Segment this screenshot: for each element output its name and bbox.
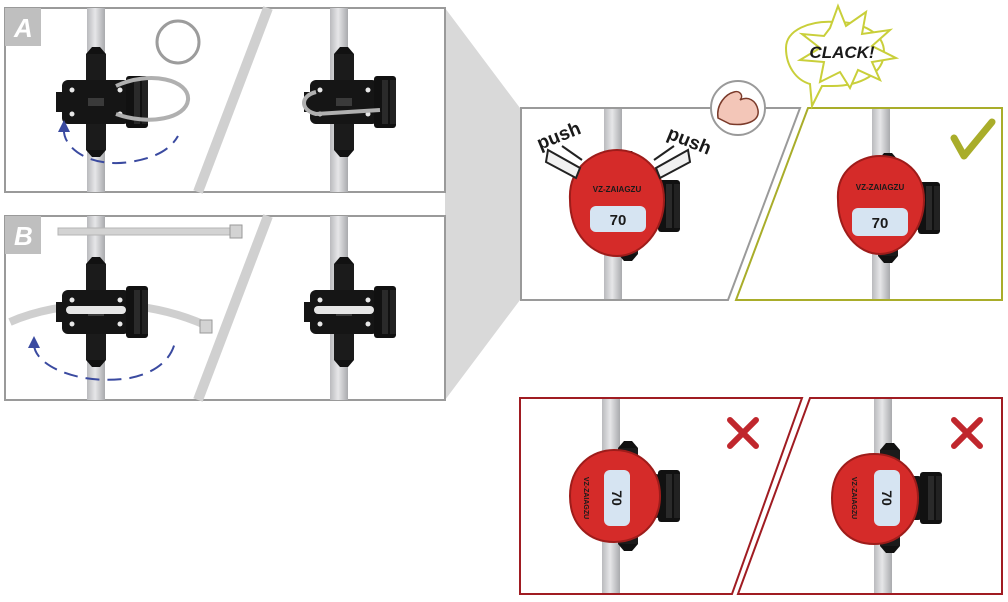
device-number: 70 (872, 215, 889, 232)
clack-label: CLACK! (809, 43, 874, 62)
panel-b-label: B (14, 221, 33, 251)
device-brand: VZ-ZAIAGZU (593, 185, 642, 194)
arrow-head-b (28, 336, 40, 348)
steel-band-a1 (115, 76, 190, 122)
device-wrong-left: 70 VZ-ZAIAGZU (568, 448, 662, 544)
device-number: 70 (610, 212, 627, 229)
device-brand: VZ-ZAIAGZU (850, 477, 857, 519)
device-push: 70 VZ-ZAIAGZU (568, 148, 666, 258)
ok-panel: 70 VZ-ZAIAGZU (734, 107, 1003, 301)
device-wrong-right: 70 VZ-ZAIAGZU (830, 452, 920, 546)
wrong-panel-left: 70 VZ-ZAIAGZU (519, 397, 804, 595)
device-brand: VZ-ZAIAGZU (582, 477, 589, 519)
steel-band-a2 (302, 90, 381, 117)
device-number: 70 (879, 490, 895, 506)
panel-b: B (4, 214, 446, 402)
hand-left-icon (544, 145, 583, 180)
device-number: 70 (609, 490, 625, 506)
device-ok: 70 VZ-ZAIAGZU (836, 154, 926, 256)
panel-b-tag (5, 216, 41, 254)
panel-a-label: A (13, 13, 33, 43)
checkmark-icon (950, 118, 996, 160)
wrong-panel-right: 70 VZ-ZAIAGZU (736, 397, 1003, 595)
panel-a-tag (5, 8, 41, 46)
flexed-arm-icon (710, 80, 766, 136)
device-brand: VZ-ZAIAGZU (856, 183, 905, 192)
cross-icon (727, 417, 759, 449)
panel-a: A (4, 6, 520, 400)
burst-icon (796, 3, 900, 91)
arrow-head-a (58, 120, 70, 132)
clack-bubble: CLACK! (784, 3, 900, 110)
hand-right-icon (653, 145, 692, 180)
push-panel: 70 VZ-ZAIAGZU push push (520, 107, 802, 301)
rubber-ring (155, 19, 201, 65)
cable-tie-straight (57, 227, 237, 236)
rotation-arrow-b (33, 341, 176, 381)
cross-icon (951, 417, 983, 449)
